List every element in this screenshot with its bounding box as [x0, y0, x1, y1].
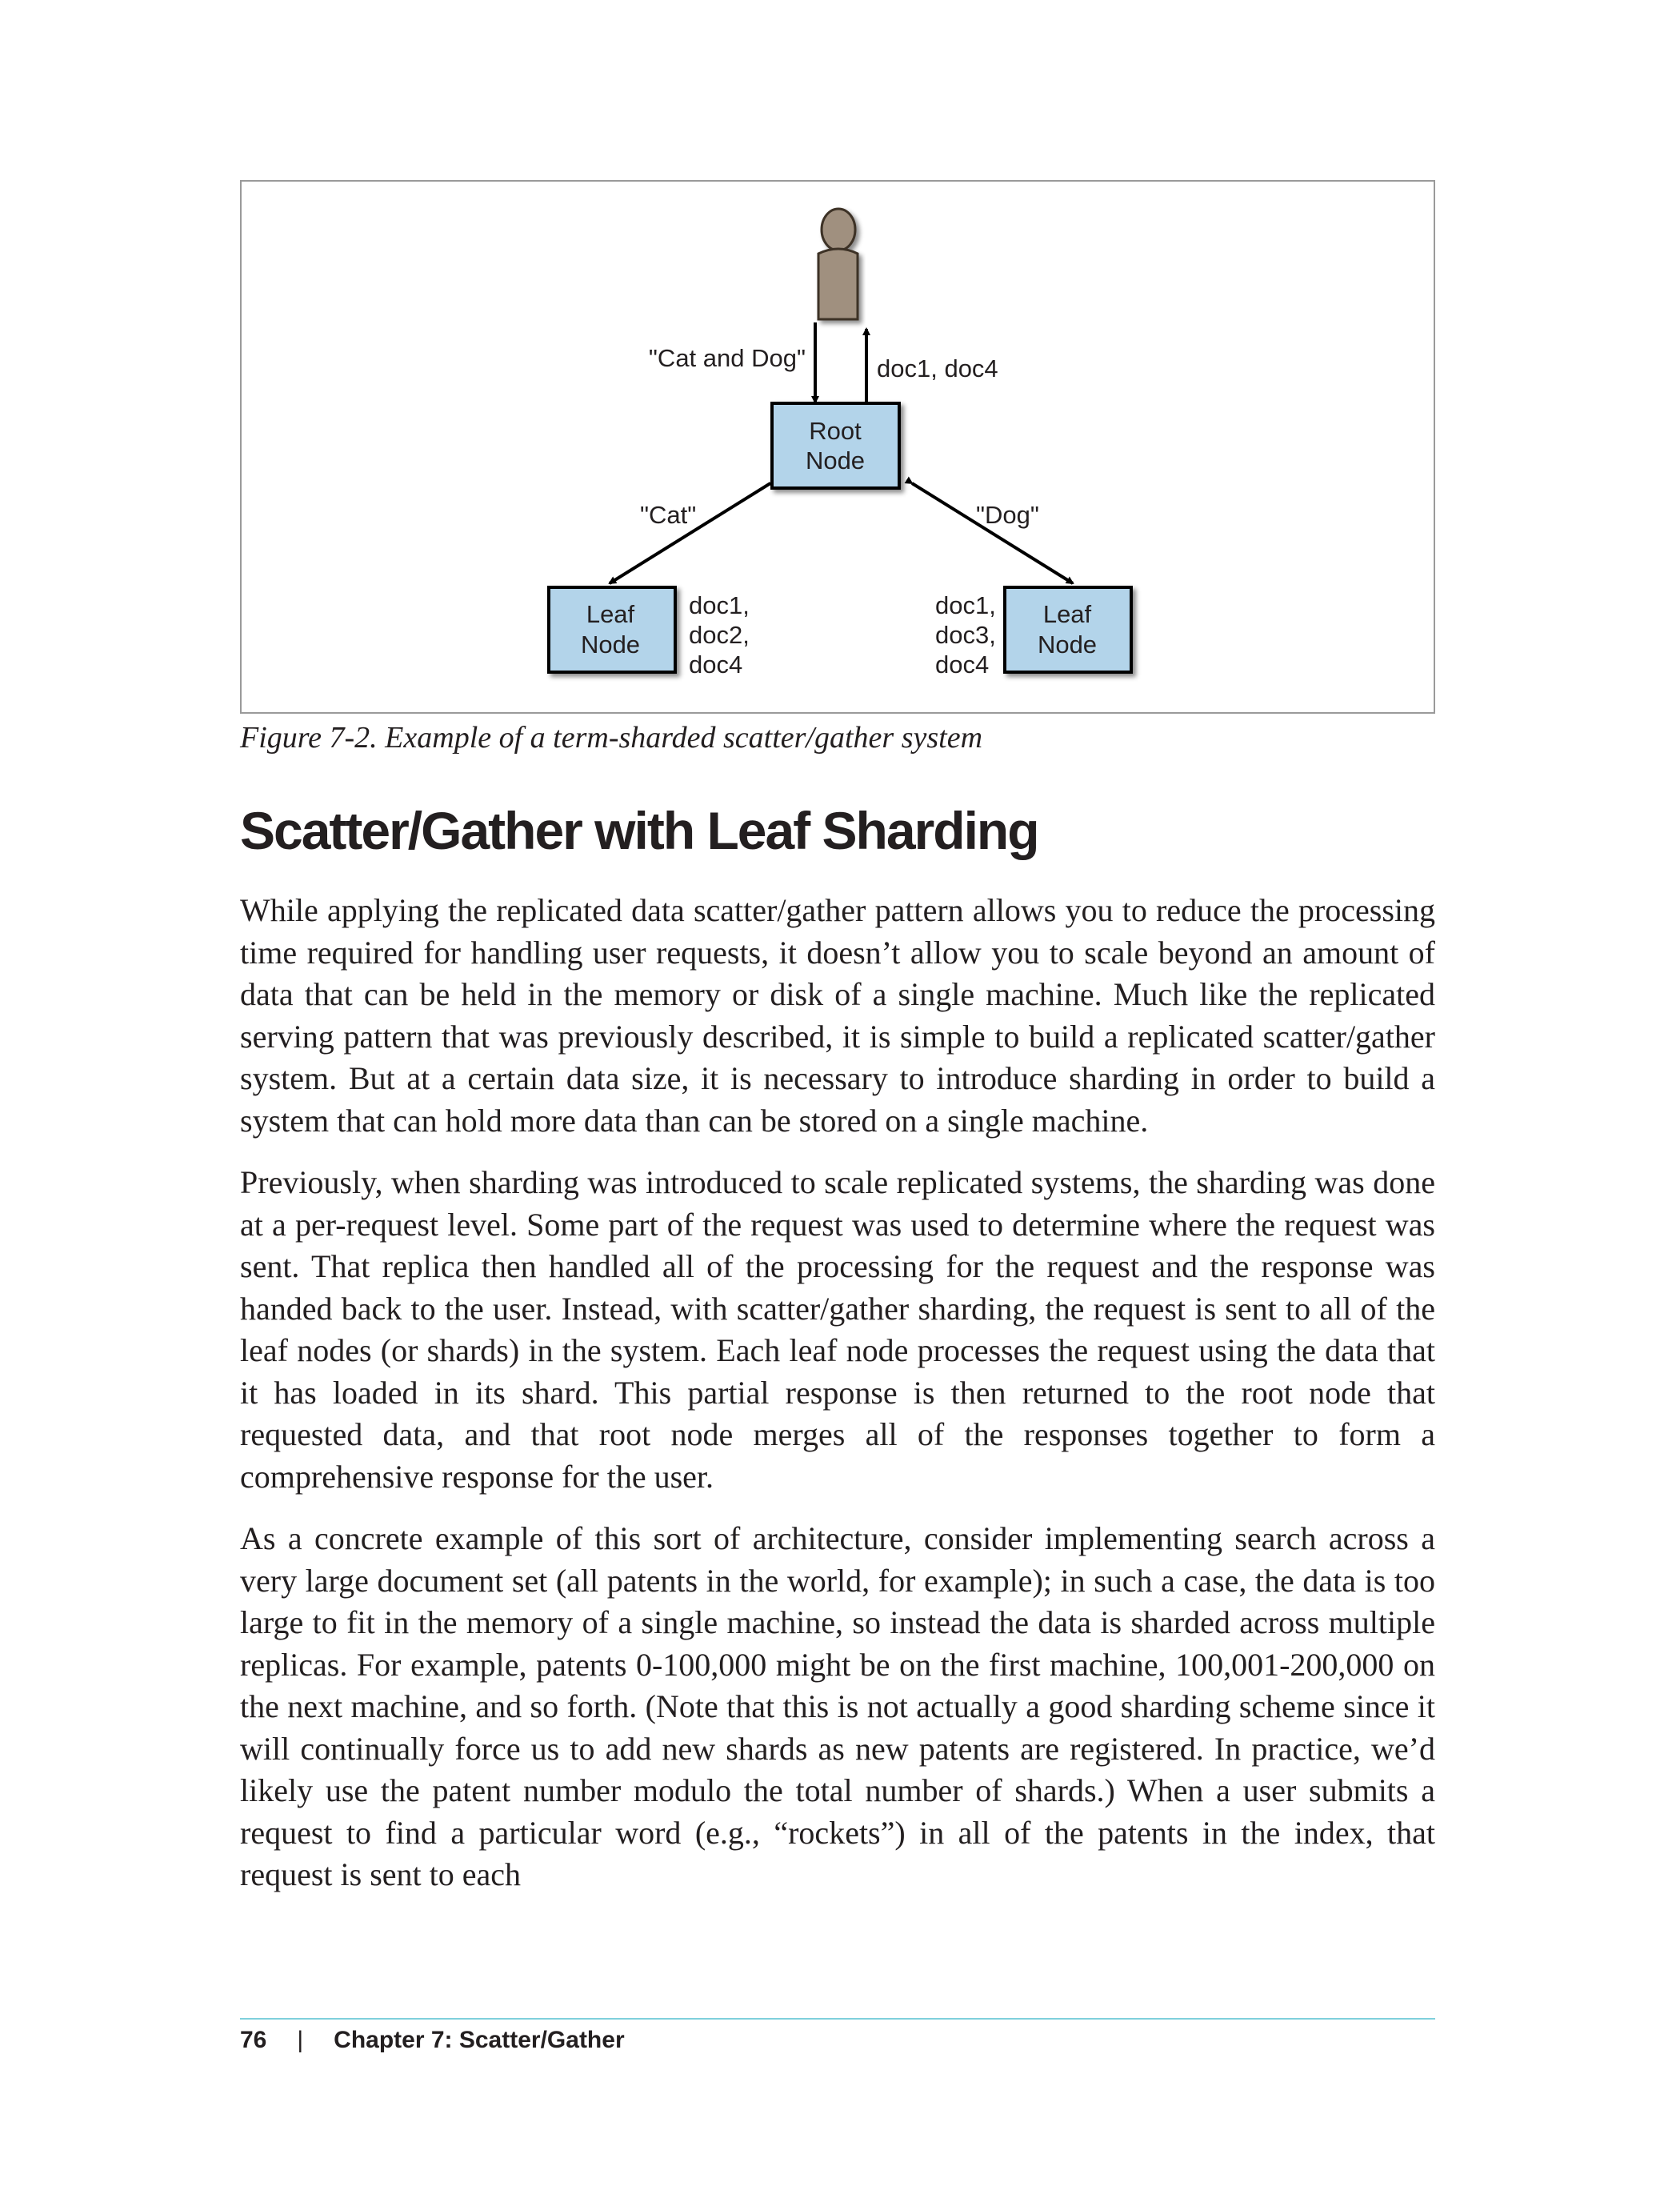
right-leaf-label-line2: Node: [1038, 631, 1097, 659]
right-docs-1: doc1,: [935, 591, 996, 619]
footer-rule: [240, 2018, 1435, 2020]
figure-caption: Figure 7-2. Example of a term-sharded sc…: [240, 721, 983, 755]
right-leaf-node-box: [1003, 586, 1133, 674]
left-docs-3: doc4: [689, 651, 742, 679]
page-footer: 76 | Chapter 7: Scatter/Gather: [240, 2027, 625, 2054]
right-leaf-label-line1: Leaf: [1043, 600, 1092, 628]
left-leaf-label-line1: Leaf: [586, 600, 635, 628]
paragraph-3: As a concrete example of this sort of ar…: [240, 1520, 1435, 1892]
figure-frame: Root Node Leaf Node Leaf Node "Cat and D…: [240, 180, 1435, 714]
page-number: 76: [240, 2027, 267, 2053]
query-label: "Cat and Dog": [649, 344, 806, 372]
left-docs-2: doc2,: [689, 621, 750, 649]
cat-label: "Cat": [640, 501, 696, 529]
right-docs-2: doc3,: [935, 621, 996, 649]
paragraph-2: Previously, when sharding was introduced…: [240, 1164, 1435, 1495]
root-node-box: [770, 402, 901, 490]
result-label: doc1, doc4: [877, 354, 998, 382]
chapter-title: Chapter 7: Scatter/Gather: [334, 2027, 625, 2053]
footer-separator: |: [297, 2027, 304, 2053]
dog-label: "Dog": [976, 501, 1039, 529]
left-leaf-node-box: [547, 586, 677, 674]
section-title: Scatter/Gather with Leaf Sharding: [240, 801, 1040, 860]
root-left-leaf-arrow: [608, 476, 778, 585]
scatter-gather-diagram: Root Node Leaf Node Leaf Node "Cat and D…: [547, 207, 1133, 679]
root-right-leaf-arrow: [904, 476, 1074, 585]
root-node-label-line2: Node: [806, 446, 865, 474]
left-leaf-label-line2: Node: [581, 631, 640, 659]
user-icon: [817, 207, 859, 321]
paragraph-1: While applying the replicated data scatt…: [240, 892, 1435, 1139]
left-docs-1: doc1,: [689, 591, 750, 619]
root-node-label-line1: Root: [809, 417, 862, 445]
body-text: While applying the replicated data scatt…: [240, 890, 1435, 1916]
right-docs-3: doc4: [935, 651, 989, 679]
